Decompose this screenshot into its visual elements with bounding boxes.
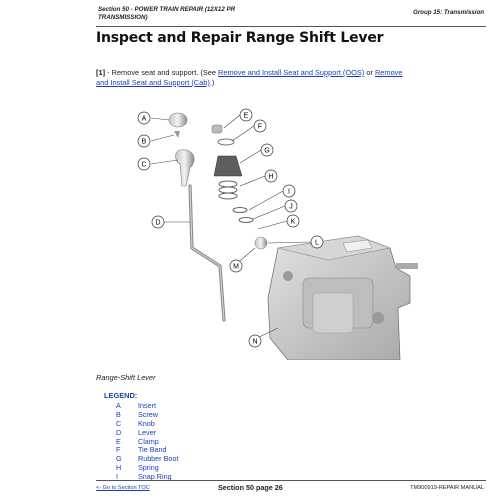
svg-text:I: I	[288, 189, 290, 196]
legend-label: Lever	[138, 427, 156, 437]
header-divider	[96, 26, 486, 27]
legend-label: Screw	[138, 409, 158, 419]
legend-list: A Insert B Screw C Knob D Lever E Clamp F Tie …	[116, 401, 178, 481]
lever-rod	[188, 184, 226, 322]
step-number: [1]	[96, 68, 106, 77]
clamp-part	[217, 138, 235, 146]
legend-item: A Insert	[116, 401, 178, 410]
legend-label: Snap Ring	[138, 472, 172, 482]
legend-letter: A	[116, 400, 121, 410]
legend-item: E Clamp	[116, 437, 178, 446]
legend-item: I Snap Ring	[116, 472, 178, 481]
legend-item: G Rubber Boot	[116, 454, 178, 463]
legend-label: Insert	[138, 400, 156, 410]
callout-E: E	[239, 108, 253, 122]
header-group-title: Group 15: Transmission	[412, 9, 484, 16]
manual-id: TM900919-REPAIR MANUAL	[410, 485, 484, 491]
legend-letter: C	[116, 418, 122, 428]
range-shift-lever-illustration: A B C D E F G H I J K L M N	[137, 108, 418, 361]
callout-J: J	[284, 199, 298, 213]
exploded-view-figure: A B C D E F G H I J K L M N	[128, 98, 418, 361]
step-end: .)	[209, 78, 215, 87]
svg-text:B: B	[142, 139, 147, 146]
callout-M: M	[229, 259, 243, 273]
legend-letter: F	[116, 445, 121, 455]
spring-part	[218, 180, 238, 200]
figure-caption: Range-Shift Lever	[96, 373, 156, 382]
callout-N: N	[248, 334, 262, 348]
callout-D: D	[151, 215, 165, 229]
page-number: Section 50 page 26	[218, 483, 283, 492]
screw-part	[174, 131, 180, 138]
svg-text:D: D	[155, 220, 160, 227]
legend-letter: E	[116, 436, 121, 446]
footer-divider	[96, 480, 486, 481]
svg-text:G: G	[264, 148, 269, 155]
legend-letter: B	[116, 409, 121, 419]
svg-text:L: L	[315, 240, 319, 247]
callout-I: I	[282, 184, 296, 198]
link-remove-seat-cab[interactable]: Remove and Install Seat and Support (Cab…	[96, 68, 403, 87]
legend-label: Rubber Boot	[138, 454, 179, 464]
header-section-title: Section 50 - POWER TRAIN REPAIR (12X12 P…	[98, 6, 236, 21]
knob-part	[175, 149, 195, 187]
legend-label: Tie Band	[138, 445, 167, 455]
svg-text:F: F	[258, 124, 262, 131]
ball-part	[254, 236, 268, 250]
legend-letter: D	[116, 427, 122, 437]
callout-K: K	[286, 214, 300, 228]
step-1: [1] - Remove seat and support. (See Remo…	[96, 68, 406, 88]
legend-title: LEGEND:	[104, 391, 138, 400]
legend-item: D Lever	[116, 428, 178, 437]
svg-text:N: N	[252, 339, 257, 346]
legend-letter: H	[116, 463, 122, 473]
legend-item: F Tie Band	[116, 445, 178, 454]
callout-F: F	[253, 119, 267, 133]
rubber-boot-part	[213, 155, 243, 177]
legend-item: B Screw	[116, 410, 178, 419]
callout-B: B	[137, 134, 151, 148]
legend-label: Spring	[138, 463, 159, 473]
legend-letter: G	[116, 454, 122, 464]
callout-H: H	[264, 169, 278, 183]
svg-text:J: J	[289, 204, 293, 211]
link-remove-seat-oos[interactable]: Remove and Install Seat and Support (OOS…	[218, 68, 365, 77]
legend-label: Clamp	[138, 436, 159, 446]
transmission-housing	[267, 235, 418, 361]
insert-part	[168, 112, 188, 128]
svg-text:A: A	[142, 116, 147, 123]
svg-text:H: H	[268, 174, 273, 181]
legend-item: C Knob	[116, 419, 178, 428]
legend-letter: I	[116, 472, 118, 482]
step-text: - Remove seat and support. (See	[105, 68, 219, 77]
legend-label: Knob	[138, 418, 155, 428]
callout-A: A	[137, 111, 151, 125]
legend-item: H Spring	[116, 463, 178, 472]
page-title: Inspect and Repair Range Shift Lever	[96, 30, 384, 46]
go-to-section-toc-link[interactable]: <- Go to Section TOC	[96, 485, 150, 491]
svg-text:M: M	[233, 264, 239, 271]
svg-text:E: E	[244, 113, 249, 120]
tie-band-part	[211, 124, 223, 134]
svg-text:K: K	[291, 219, 296, 226]
callout-C: C	[137, 157, 151, 171]
svg-text:C: C	[141, 162, 146, 169]
step-or: or	[364, 68, 375, 77]
callout-G: G	[260, 143, 274, 157]
callout-L: L	[310, 235, 324, 249]
snap-ring-part	[232, 207, 248, 213]
